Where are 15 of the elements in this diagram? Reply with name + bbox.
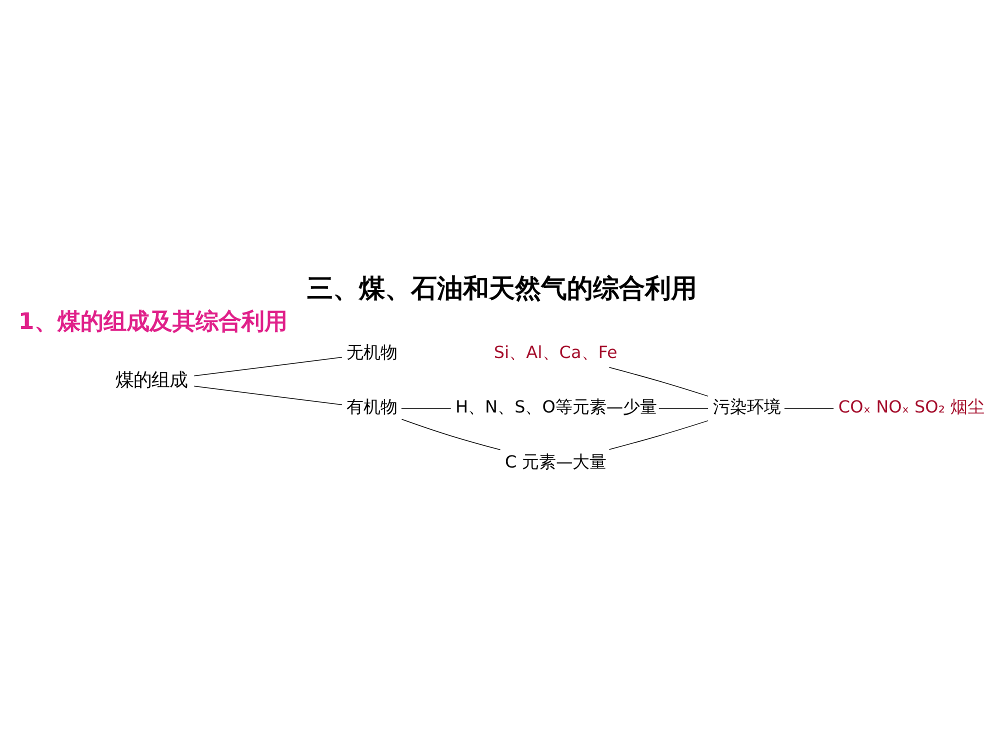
connector [401, 418, 501, 450]
node-text: COₓ NOₓ SO₂ 烟尘 [838, 396, 984, 416]
node-text: Si、Al、Ca、Fe [494, 341, 618, 362]
diagram-title: 三、煤、石油和天然气的综合利用 [306, 274, 697, 304]
connector [608, 420, 708, 450]
node-text: 无机物 [346, 341, 398, 362]
connector [608, 366, 708, 396]
node-text: 污染环境 [712, 396, 781, 416]
node-text: 煤的组成 [116, 369, 188, 390]
node-text: 有机物 [346, 396, 398, 416]
label: 1、煤的组成及其综合利用 [18, 308, 288, 334]
node-text: C 元素—大量 [504, 451, 607, 472]
connector [194, 385, 342, 405]
connector [194, 356, 342, 376]
node-text: H、N、S、O等元素—少量 [455, 396, 658, 416]
